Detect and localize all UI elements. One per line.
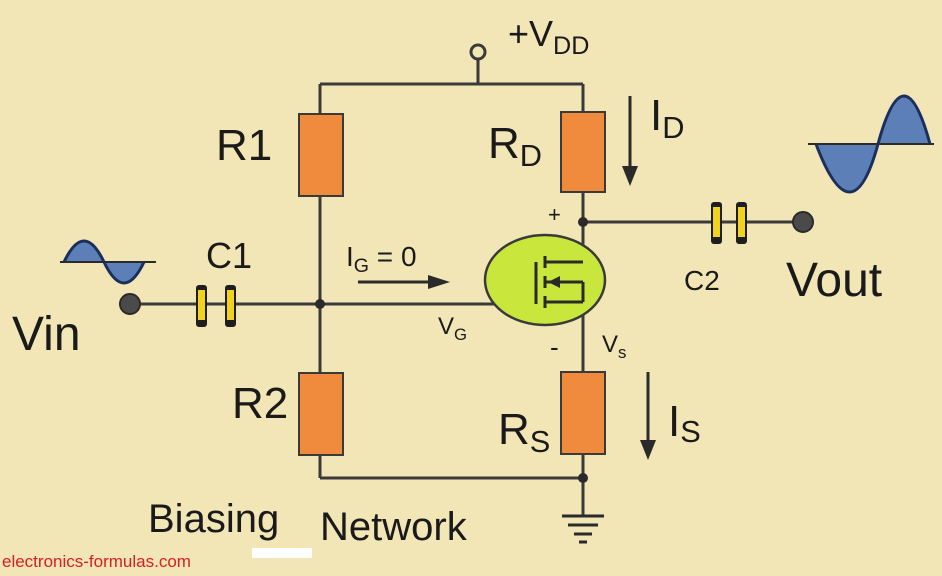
output-sine-wave [808,94,934,194]
drain-plus-sign: + [548,202,561,227]
resistor-r2 [298,372,344,456]
source-minus-sign: - [550,332,559,362]
r2-label: R2 [232,379,288,428]
id-label: ID [650,91,684,145]
vs-label: Vs [602,331,626,362]
white-strip [252,548,312,558]
vdd-label: +VDD [508,13,589,60]
junction-dots [315,217,588,483]
network-label: Network [320,505,468,549]
ground-icon [562,514,604,544]
resistor-r1 [298,113,344,197]
vout-label: Vout [786,254,882,307]
input-sine-wave [60,239,156,285]
capacitor-c1 [196,285,236,327]
biasing-label: Biasing [148,497,279,541]
r1-label: R1 [216,121,272,170]
capacitor-c2 [711,202,747,244]
mosfet-symbol [483,233,607,327]
current-arrows [358,96,656,460]
vin-terminal [119,293,141,315]
resistor-rd [560,111,606,193]
ig-label: IG = 0 [346,241,417,277]
vdd-terminal [469,43,487,61]
rd-label: RD [488,119,542,173]
watermark-text: electronics-formulas.com [2,552,191,571]
c2-label: C2 [684,265,720,296]
vg-label: VG [438,313,467,344]
resistor-rs [560,371,606,455]
c1-label: C1 [206,235,252,276]
vout-terminal [792,211,814,233]
vin-label: Vin [12,308,81,361]
rs-label: RS [498,405,550,459]
is-label: IS [668,397,701,449]
